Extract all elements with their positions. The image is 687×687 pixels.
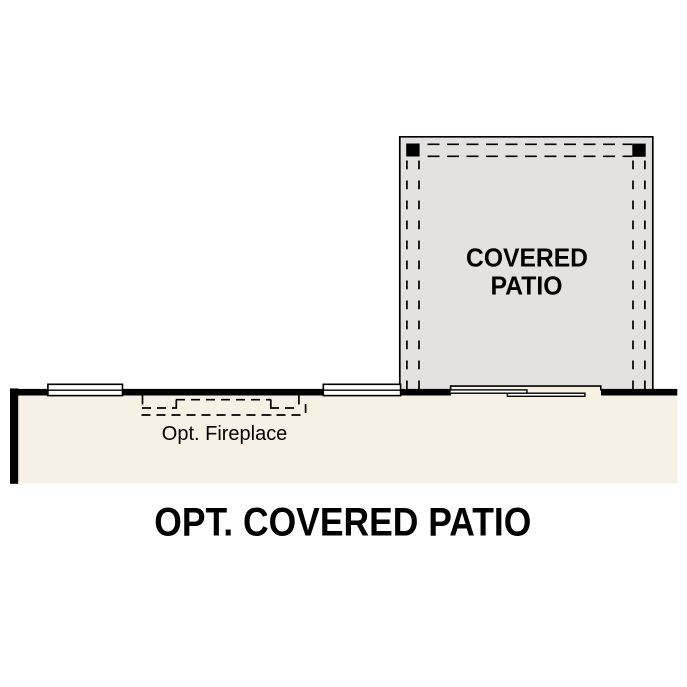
svg-text:Opt. Fireplace: Opt. Fireplace bbox=[162, 423, 287, 445]
svg-text:COVERED: COVERED bbox=[466, 242, 588, 272]
svg-text:OPT. COVERED PATIO: OPT. COVERED PATIO bbox=[154, 500, 531, 544]
svg-text:PATIO: PATIO bbox=[491, 270, 563, 300]
